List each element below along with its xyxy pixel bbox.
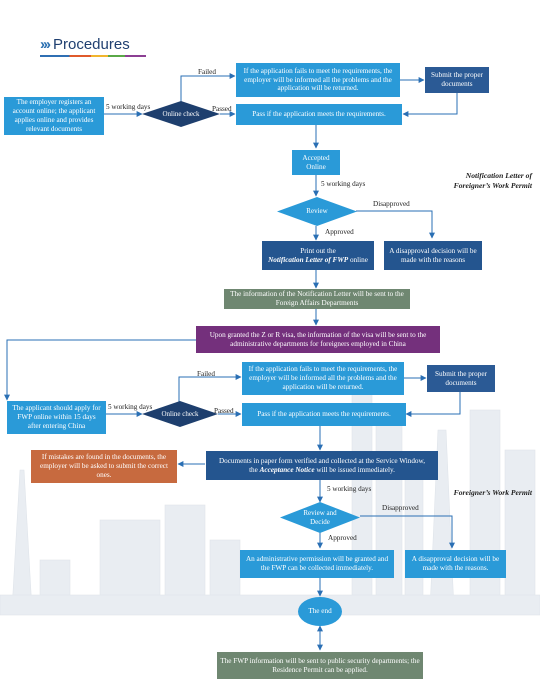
start-box-employer-registers: The employer registers an account online… [4,97,104,135]
disapproved-label-2: Disapproved [382,504,419,512]
days-label-3: 5 working days [108,403,153,411]
visa-info-box: Upon granted the Z or R visa, the inform… [196,326,440,353]
decision-online-check-2: Online check [142,401,218,427]
documents-verified-box: Documents in paper form verified and col… [206,451,438,480]
passed-label-2: Passed [214,407,234,415]
decision-review-1: Review [277,197,357,226]
side-note-line-1: Notification Letter of [465,171,532,180]
mistakes-box: If mistakes are found in the documents, … [31,450,177,483]
side-note-notification-letter: Notification Letter of Foreigner’s Work … [404,171,532,191]
docs-emphasis: Acceptance Notice [259,465,315,474]
days-label-2: 5 working days [321,180,366,188]
decision-label: Online check [162,109,200,118]
fail-box-1: If the application fails to meet the req… [236,63,400,97]
submit-documents-box-1: Submit the proper documents [425,67,489,93]
fail-box-2: If the application fails to meet the req… [242,362,404,395]
decision-label: Online check [161,409,199,418]
docs-post: will be issued immediately. [316,465,395,474]
documents-verified-text: Documents in paper form verified and col… [219,457,425,475]
failed-label-1: Failed [198,68,216,76]
title-text: Procedures [53,36,130,53]
page-title: ›››Procedures [40,36,130,53]
chevrons-icon: ››› [40,36,51,53]
decision-label: Review and Decide [303,509,337,526]
print-suffix: online [349,255,368,264]
decision-label: Review [306,207,328,216]
print-notification-box: Print out the Notification Letter of FWP… [262,241,374,270]
accepted-online-box: Accepted Online [292,150,340,175]
title-underline [40,55,146,57]
decision-online-check-1: Online check [142,101,220,127]
disapproval-box-2: A disapproval decision will be made with… [405,550,506,578]
pass-box-2: Pass if the application meets the requir… [242,403,406,426]
permission-granted-box: An administrative permission will be gra… [240,550,394,578]
info-letter-box: The information of the Notification Lett… [224,289,410,309]
side-note-work-permit: Foreigner’s Work Permit [453,488,532,497]
print-emphasis: Notification Letter of FWP [268,255,349,264]
days-label-4: 5 working days [327,485,372,493]
failed-label-2: Failed [197,370,215,378]
disapproved-label-1: Disapproved [373,200,410,208]
end-circle: The end [298,597,342,626]
print-prefix: Print out the [300,246,336,255]
pass-box-1: Pass if the application meets the requir… [236,104,402,125]
approved-label-2: Approved [328,534,357,542]
side-note-line-2: Foreigner’s Work Permit [453,180,532,190]
disapproval-box-1: A disapproval decision will be made with… [384,241,482,270]
start-box-applicant-apply: The applicant should apply for FWP onlin… [7,401,106,434]
days-label-1: 5 working days [106,103,151,111]
docs-line-1: Documents in paper form verified and col… [218,456,426,465]
passed-label-1: Passed [212,105,232,113]
submit-documents-box-2: Submit the proper documents [427,365,495,392]
approved-label-1: Approved [325,228,354,236]
print-notification-text: Print out the Notification Letter of FWP… [268,247,368,265]
docs-pre: the [249,465,258,474]
decision-review-2: Review and Decide [280,502,360,533]
final-info-box: The FWP information will be sent to publ… [217,652,423,679]
